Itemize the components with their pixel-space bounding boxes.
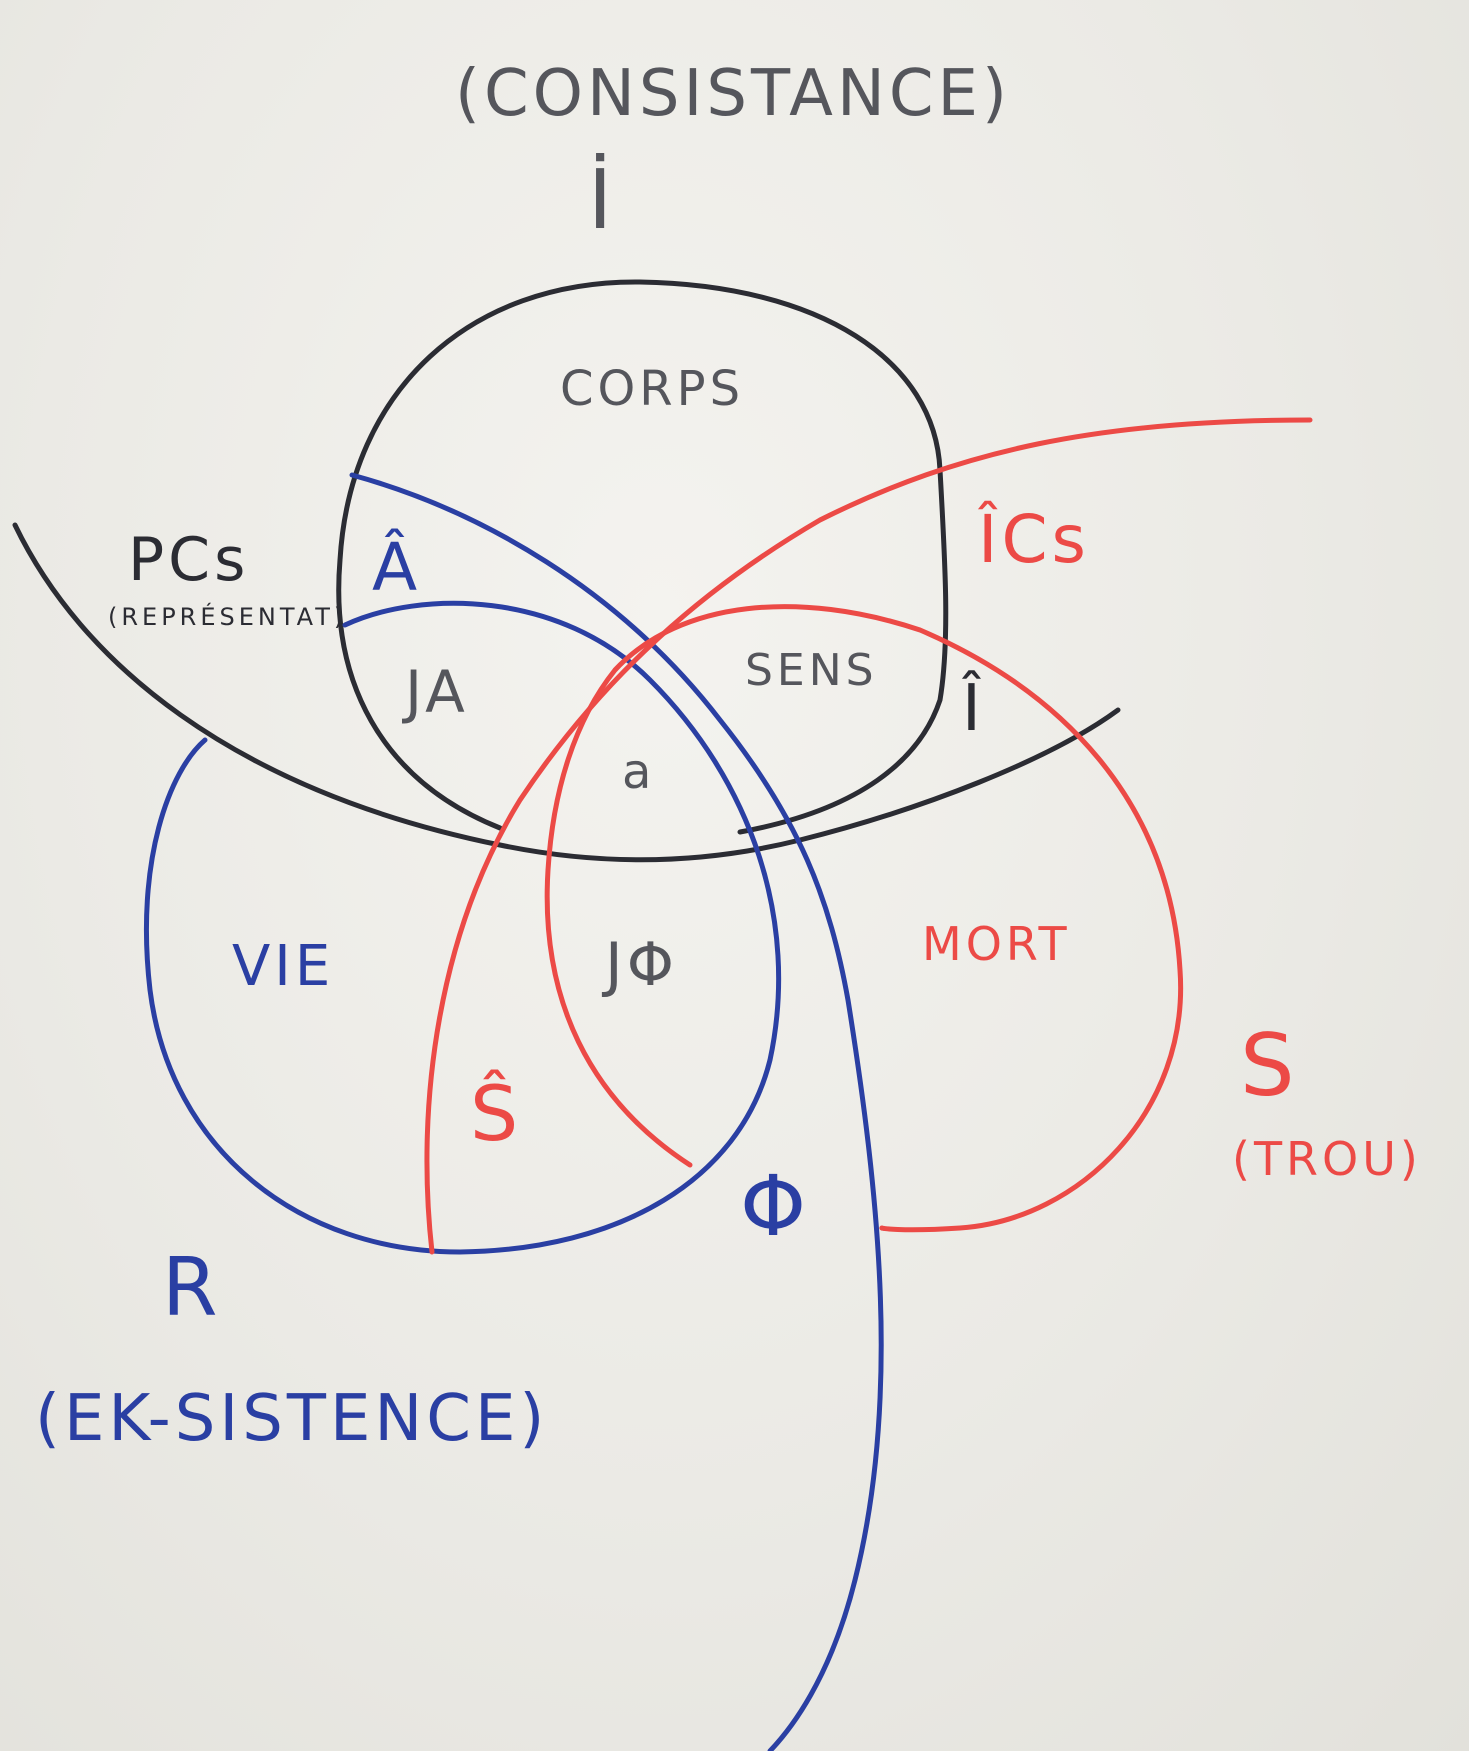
- pcs-label: PCs: [128, 525, 249, 595]
- sens-label: SENS: [745, 645, 878, 696]
- preconscious-arc: [12, 522, 1121, 863]
- symbolic-circle: [544, 604, 1184, 1233]
- trou-label: (TROU): [1232, 1132, 1422, 1186]
- ek-sistence-label: (EK-SISTENCE): [35, 1382, 548, 1456]
- imaginary-circle: [336, 279, 949, 835]
- i-hat-cs-label: ÎCs: [977, 500, 1090, 578]
- symbolic-letter-label: S: [1240, 1016, 1299, 1116]
- s-hat-label: Ŝ: [470, 1068, 522, 1158]
- a-hat-label: Â: [372, 529, 421, 606]
- object-a-label: a: [622, 744, 655, 800]
- real-letter-label: R: [162, 1241, 222, 1334]
- consistance-label: (CONSISTANCE): [455, 57, 1011, 131]
- vie-label: VIE: [232, 934, 334, 999]
- phi-label: Φ: [740, 1157, 810, 1255]
- representation-label: (REPRÉSENTAT): [108, 602, 347, 631]
- ja-label: JA: [402, 658, 469, 726]
- imaginary-symbol-label: İ: [588, 153, 616, 248]
- j-phi-label: JΦ: [601, 930, 678, 1000]
- i-hat-label: Î: [961, 670, 985, 746]
- phallus-arc: [349, 472, 884, 1751]
- mort-label: MORT: [922, 917, 1071, 971]
- unconscious-arc: [424, 417, 1313, 1255]
- corps-label: CORPS: [560, 361, 744, 417]
